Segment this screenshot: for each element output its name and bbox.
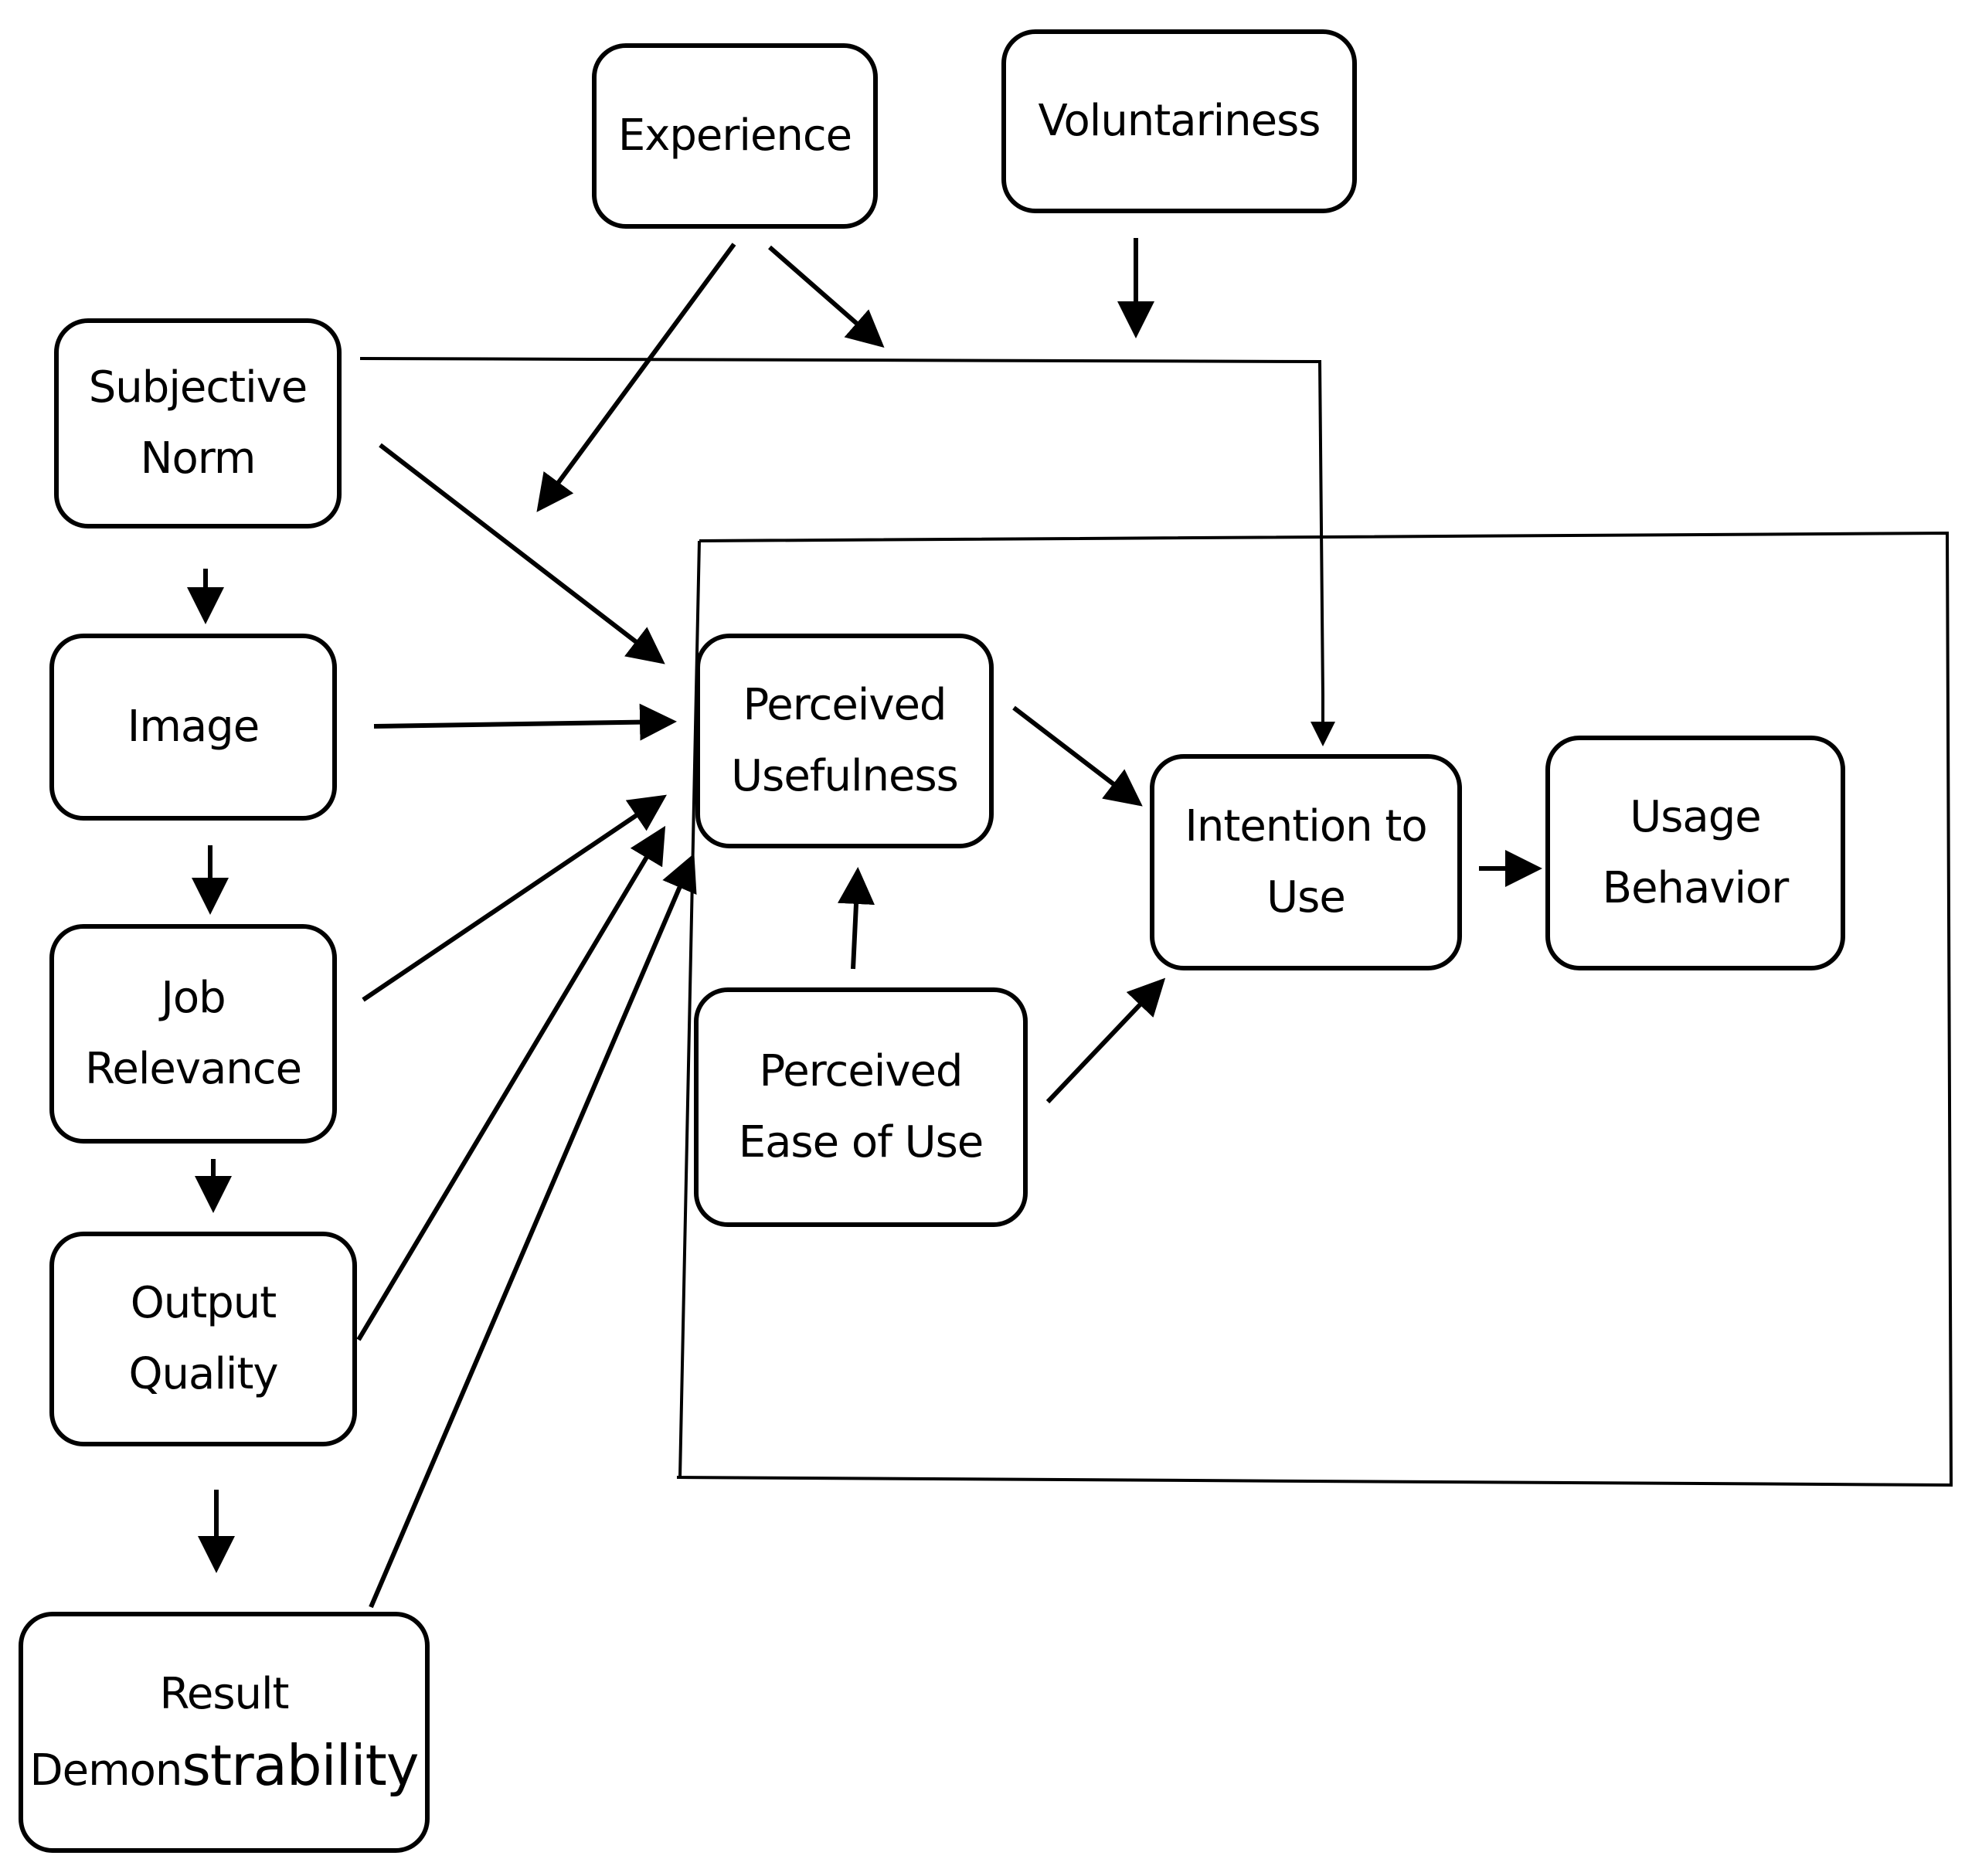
job-relevance-node: Job Relevance xyxy=(49,924,337,1144)
moderator-line xyxy=(359,357,1324,696)
image-to-pu-arrow xyxy=(373,703,677,741)
tam-frame xyxy=(676,531,1953,1487)
image-label: Image xyxy=(127,702,260,752)
voluntariness-label: Voluntariness xyxy=(1038,96,1321,146)
experience-node: Experience xyxy=(592,43,878,229)
intention-to-use-label: Intention to Use xyxy=(1185,801,1427,923)
result-to-pu-arrow xyxy=(369,853,697,1609)
result-line2a: Demon xyxy=(29,1745,183,1796)
experience-to-subjective-arrow xyxy=(536,243,736,512)
peou-to-itu-arrow xyxy=(1045,977,1166,1104)
perceived-ease-of-use-label: Perceived Ease of Use xyxy=(738,1046,984,1167)
peou-to-pu-arrow xyxy=(838,867,875,970)
output-quality-node: Output Quality xyxy=(49,1232,357,1446)
usage-behavior-node: Usage Behavior xyxy=(1545,736,1845,970)
subjective-norm-node: Subjective Norm xyxy=(54,318,342,528)
image-node: Image xyxy=(49,634,337,821)
result-line1: Result xyxy=(159,1668,289,1719)
intention-to-use-node: Intention to Use xyxy=(1150,754,1462,970)
job-relevance-label: Job Relevance xyxy=(84,973,302,1094)
perceived-ease-of-use-node: Perceived Ease of Use xyxy=(694,987,1028,1227)
voluntariness-node: Voluntariness xyxy=(1001,29,1357,213)
usage-behavior-label: Usage Behavior xyxy=(1602,792,1790,913)
pu-to-itu-arrow xyxy=(1012,705,1143,807)
job-to-pu-arrow xyxy=(362,794,667,1002)
perceived-usefulness-node: Perceived Usefulness xyxy=(695,634,994,848)
experience-to-moderator-arrow xyxy=(768,245,885,348)
subjective-to-pu-arrow xyxy=(379,443,665,664)
output-to-pu-arrow xyxy=(356,825,666,1341)
experience-label: Experience xyxy=(617,110,852,161)
result-line2b: strability xyxy=(182,1732,419,1798)
output-quality-label: Output Quality xyxy=(128,1278,278,1399)
subjective-norm-label: Subjective Norm xyxy=(88,362,308,484)
perceived-usefulness-label: Perceived Usefulness xyxy=(731,680,959,801)
